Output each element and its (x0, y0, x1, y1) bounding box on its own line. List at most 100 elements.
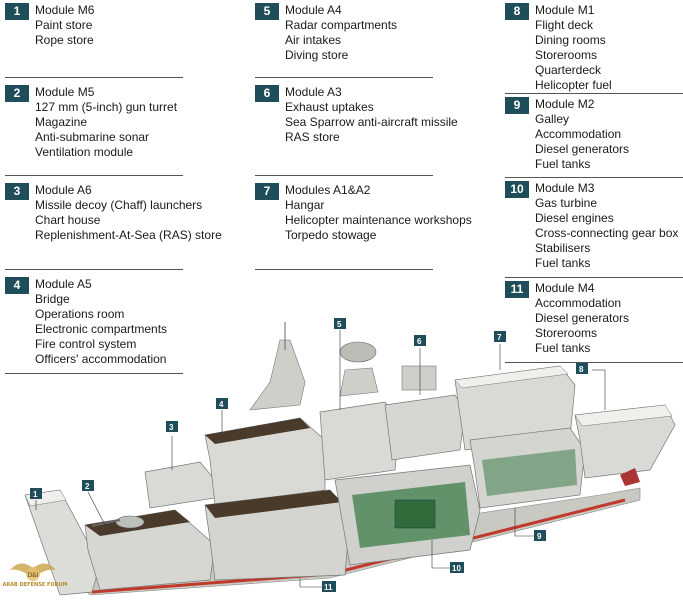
module-entry-7: 7 Modules A1&A2 Hangar Helicopter mainte… (255, 180, 472, 270)
callout-3: 3 (166, 421, 178, 470)
callout-7: 7 (494, 331, 506, 370)
module-badge-8: 8 (505, 3, 529, 20)
module-item: Radar compartments (285, 18, 398, 32)
module-title: Module A6 (35, 183, 92, 197)
svg-text:8: 8 (579, 365, 584, 374)
module-item: Diesel engines (535, 211, 614, 225)
module-title: Module M1 (535, 3, 595, 17)
module-item: Chart house (35, 213, 101, 227)
module-entry-2: 2 Module M5 127 mm (5-inch) gun turret M… (5, 82, 183, 176)
watermark-text: ARAB DEFENSE FORUM (2, 582, 68, 588)
module-item: Officers' accommodation (35, 352, 167, 366)
module-title: Module M6 (35, 3, 95, 17)
module-item: Replenishment-At-Sea (RAS) store (35, 228, 222, 242)
module-title: Module A4 (285, 3, 342, 17)
gun-barrel (91, 519, 121, 527)
mast (249, 339, 306, 411)
watermark-emblem-icon: D&I (10, 563, 56, 581)
module-item: Missile decoy (Chaff) launchers (35, 198, 203, 212)
svg-text:4: 4 (219, 400, 224, 409)
svg-text:10: 10 (452, 564, 461, 573)
module-item: Sea Sparrow anti-aircraft missile (285, 115, 458, 129)
module-item: Gas turbine (535, 196, 598, 210)
callout-5: 5 (334, 318, 346, 410)
module-item: Fire control system (35, 337, 137, 351)
module-item: Fuel tanks (535, 256, 591, 270)
module-entry-3: 3 Module A6 Missile decoy (Chaff) launch… (5, 180, 222, 270)
module-title: Modules A1&A2 (285, 183, 371, 197)
exhaust-uptake (401, 365, 437, 391)
propeller (620, 468, 640, 486)
module-item: Ventilation module (35, 145, 134, 159)
module-item: Magazine (35, 115, 88, 129)
module-item: Storerooms (535, 48, 598, 62)
exploded-ship-diagram: 1 2 3 4 5 6 7 8 9 10 11 (24, 318, 676, 596)
svg-text:5: 5 (337, 320, 342, 329)
module-badge-10: 10 (505, 181, 529, 198)
module-badge-7: 7 (255, 183, 279, 200)
module-item: Electronic compartments (35, 322, 168, 336)
module-item: Helicopter maintenance workshops (285, 213, 472, 227)
module-item: Torpedo stowage (285, 228, 377, 242)
column-right: 8 Module M1 Flight deck Dining rooms Sto… (505, 0, 683, 363)
module-entry-11: 11 Module M4 Accommodation Diesel genera… (505, 278, 683, 363)
callout-10: 10 (431, 540, 464, 573)
module-item: Dining rooms (535, 33, 606, 47)
module-item: Helicopter fuel (535, 78, 612, 92)
module-item: Diesel generators (535, 142, 630, 156)
chart-house-module (144, 461, 216, 509)
module-badge-2: 2 (5, 85, 29, 102)
module-item: Diving store (285, 48, 349, 62)
module-title: Module M4 (535, 281, 595, 295)
module-item: Fuel tanks (535, 341, 591, 355)
module-badge-3: 3 (5, 183, 29, 200)
module-item: Accommodation (535, 296, 622, 310)
svg-text:9: 9 (537, 532, 542, 541)
module-item: Quarterdeck (535, 63, 602, 77)
module-entry-5: 5 Module A4 Radar compartments Air intak… (255, 0, 433, 78)
svg-text:1: 1 (33, 490, 38, 499)
column-left: 1 Module M6 Paint store Rope store 2 Mod… (5, 0, 222, 374)
exhaust-module (384, 394, 466, 461)
module-title: Module A3 (285, 85, 342, 99)
module-item: Stabilisers (535, 241, 591, 255)
module-badge-9: 9 (505, 97, 529, 114)
column-middle: 5 Module A4 Radar compartments Air intak… (255, 0, 472, 270)
module-item: Accommodation (535, 127, 622, 141)
module-badge-4: 4 (5, 277, 29, 294)
bridge-deck (205, 418, 310, 444)
module-entry-8: 8 Module M1 Flight deck Dining rooms Sto… (505, 0, 683, 94)
radar-dish (339, 341, 377, 363)
module-title: Module A5 (35, 277, 92, 291)
module-entry-9: 9 Module M2 Galley Accommodation Diesel … (505, 94, 683, 178)
module-badge-5: 5 (255, 3, 279, 20)
module-entry-1: 1 Module M6 Paint store Rope store (5, 0, 183, 78)
callout-2: 2 (82, 480, 106, 526)
module-badge-11: 11 (505, 281, 529, 298)
module-item: Cross-connecting gear box (535, 226, 679, 240)
callout-8: 8 (576, 363, 606, 410)
svg-text:6: 6 (417, 337, 422, 346)
module-entry-10: 10 Module M3 Gas turbine Diesel engines … (505, 178, 683, 278)
module-item: Bridge (35, 292, 70, 306)
module-item: Exhaust uptakes (285, 100, 374, 114)
module-badge-6: 6 (255, 85, 279, 102)
accommodation-deck (205, 490, 342, 518)
module-item: Air intakes (285, 33, 342, 47)
hangar-roof (454, 365, 569, 389)
module-item: 127 mm (5-inch) gun turret (35, 100, 178, 114)
module-item: Flight deck (535, 18, 594, 32)
module-title: Module M3 (535, 181, 595, 195)
module-item: Diesel generators (535, 311, 630, 325)
callout-11: 11 (299, 578, 336, 592)
callout-6: 6 (414, 335, 426, 395)
svg-text:D&I: D&I (27, 572, 38, 579)
module-item: Operations room (35, 307, 125, 321)
radar-pedestal (339, 367, 379, 397)
module-title: Module M2 (535, 97, 595, 111)
svg-text:3: 3 (169, 423, 174, 432)
gun-turret (115, 515, 145, 529)
callout-4: 4 (216, 398, 228, 435)
svg-text:2: 2 (85, 482, 90, 491)
module-title: Module M5 (35, 85, 95, 99)
